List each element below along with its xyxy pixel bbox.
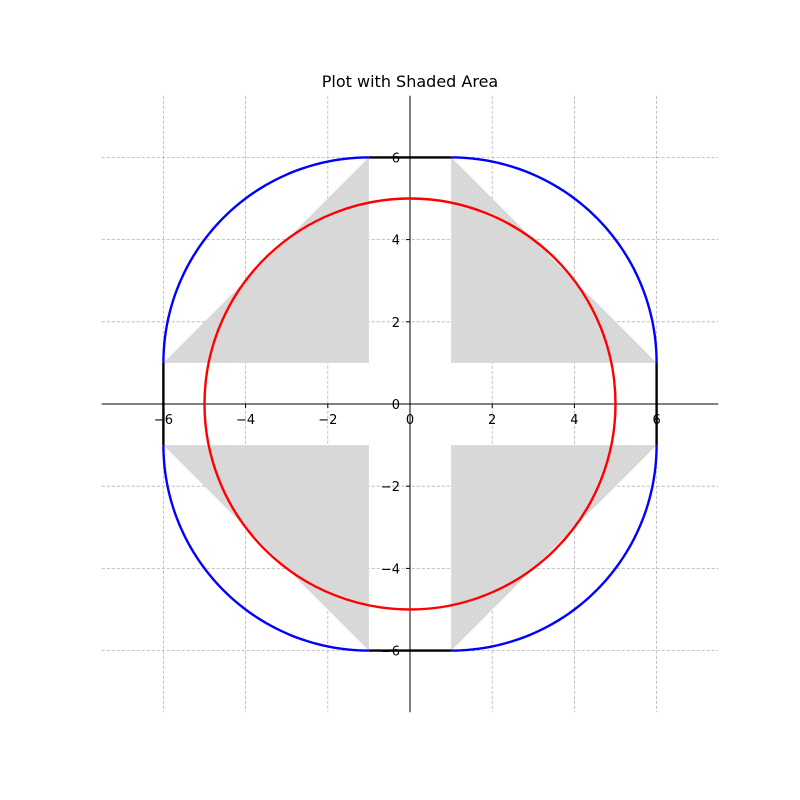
y-tick-label: 6 bbox=[392, 151, 400, 166]
x-tick-label: 2 bbox=[488, 413, 496, 428]
y-tick-label: 2 bbox=[392, 316, 400, 331]
series-arc bbox=[162, 156, 369, 363]
x-tick-label: −4 bbox=[236, 413, 255, 428]
x-tick-label: 6 bbox=[652, 413, 660, 428]
x-tick-label: 4 bbox=[570, 413, 578, 428]
x-tick-label: −2 bbox=[318, 413, 337, 428]
shaded-region bbox=[163, 157, 369, 363]
axes bbox=[101, 95, 719, 713]
y-tick-label: −4 bbox=[381, 562, 400, 577]
series-arc bbox=[451, 156, 658, 363]
series-arc bbox=[162, 445, 369, 652]
x-tick-label: −6 bbox=[154, 413, 173, 428]
x-tick-label: 0 bbox=[406, 413, 414, 428]
series-arc bbox=[451, 445, 658, 652]
tick-labels: −6 −4 −2 0 2 4 6 −6 −4 −2 0 2 4 6 bbox=[154, 151, 661, 659]
y-tick-label: −6 bbox=[381, 645, 400, 660]
series-circle bbox=[203, 197, 617, 611]
series-layer bbox=[162, 156, 658, 652]
shaded-region bbox=[451, 157, 657, 363]
y-tick-label: 4 bbox=[392, 234, 400, 249]
y-tick-label: −2 bbox=[381, 480, 400, 495]
y-tick-label: 0 bbox=[392, 398, 400, 413]
shaded-region bbox=[163, 445, 369, 651]
shaded-regions bbox=[163, 157, 657, 651]
chart-title: Plot with Shaded Area bbox=[321, 72, 499, 91]
shaded-region bbox=[451, 445, 657, 651]
